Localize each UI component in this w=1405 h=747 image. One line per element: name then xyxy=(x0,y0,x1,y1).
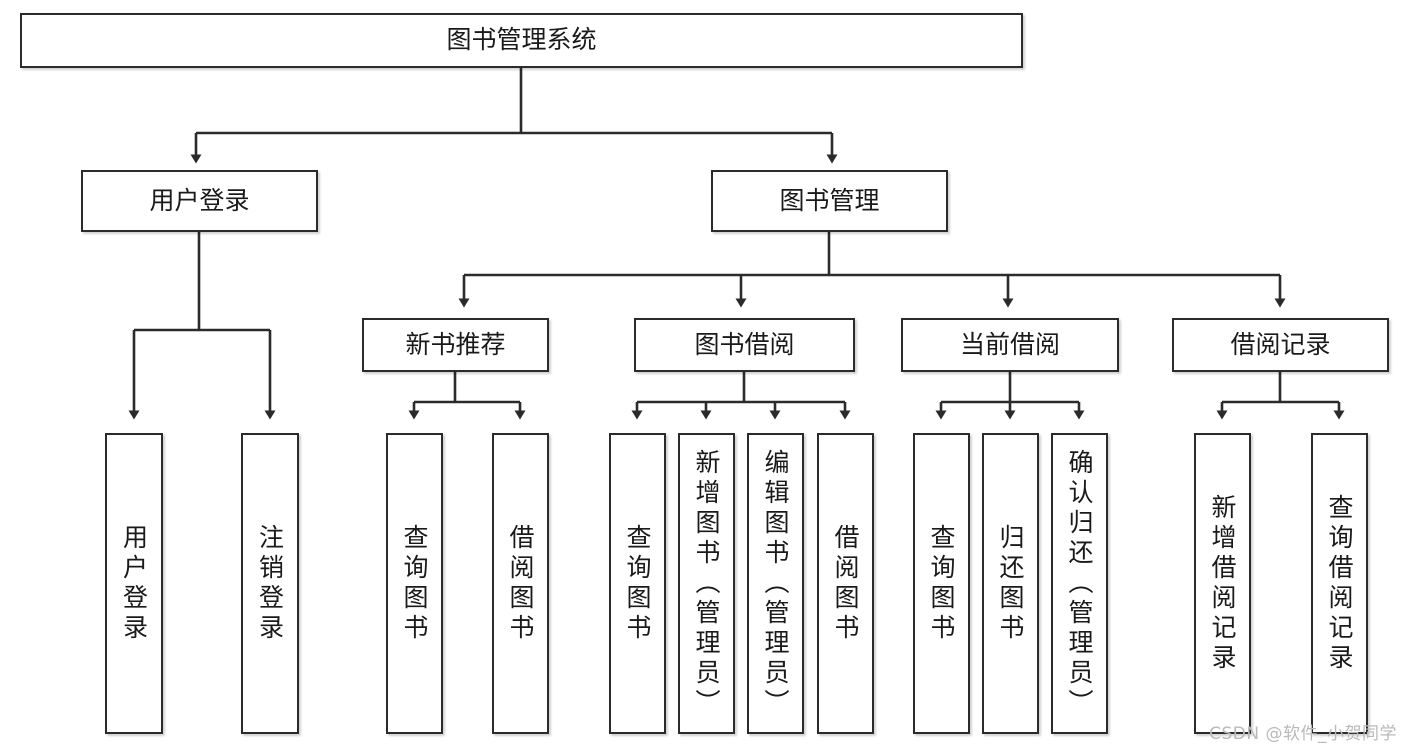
node-label: 归还图书 xyxy=(996,523,1025,644)
node-label: 新增图书（管理员） xyxy=(692,448,721,719)
node-label: 借阅记录 xyxy=(1230,329,1331,359)
node-root-library-management-system[interactable]: 图书管理系统 xyxy=(20,13,1023,68)
node-label: 借阅图书 xyxy=(506,523,535,644)
node-label: 图书管理 xyxy=(779,185,880,215)
leaf-borrow-book-recommend[interactable]: 借阅图书 xyxy=(492,433,549,734)
leaf-borrow-book[interactable]: 借阅图书 xyxy=(817,433,874,734)
leaf-add-borrow-record[interactable]: 新增借阅记录 xyxy=(1194,433,1251,734)
node-label: 用户登录 xyxy=(149,185,250,215)
watermark: CSDN @软件_小贺同学 xyxy=(1209,724,1397,744)
node-label: 借阅图书 xyxy=(831,523,860,644)
leaf-logout[interactable]: 注销登录 xyxy=(241,433,299,734)
leaf-query-book-current[interactable]: 查询图书 xyxy=(913,433,970,734)
node-label: 图书管理系统 xyxy=(446,25,597,55)
leaf-query-book-borrow[interactable]: 查询图书 xyxy=(609,433,666,734)
node-label: 查询图书 xyxy=(623,523,652,644)
node-new-book-recommendation[interactable]: 新书推荐 xyxy=(362,318,549,372)
node-label: 确认归还（管理员） xyxy=(1065,448,1094,719)
node-label: 当前借阅 xyxy=(959,329,1060,359)
node-label: 查询图书 xyxy=(927,523,956,644)
leaf-edit-book-admin[interactable]: 编辑图书（管理员） xyxy=(747,433,804,734)
node-label: 图书借阅 xyxy=(694,329,795,359)
node-label: 新增借阅记录 xyxy=(1208,493,1237,674)
leaf-query-borrow-record[interactable]: 查询借阅记录 xyxy=(1311,433,1368,734)
node-label: 编辑图书（管理员） xyxy=(761,448,790,719)
node-current-borrowing[interactable]: 当前借阅 xyxy=(901,318,1119,372)
node-book-borrowing[interactable]: 图书借阅 xyxy=(634,318,855,372)
node-label: 查询图书 xyxy=(400,523,429,644)
node-label: 查询借阅记录 xyxy=(1325,493,1354,674)
leaf-add-book-admin[interactable]: 新增图书（管理员） xyxy=(678,433,735,734)
leaf-confirm-return-admin[interactable]: 确认归还（管理员） xyxy=(1051,433,1108,734)
node-book-management[interactable]: 图书管理 xyxy=(711,170,948,232)
leaf-user-login[interactable]: 用户登录 xyxy=(105,433,163,734)
node-label: 新书推荐 xyxy=(405,329,506,359)
node-label: 注销登录 xyxy=(255,523,285,644)
leaf-return-book[interactable]: 归还图书 xyxy=(982,433,1039,734)
node-user-login[interactable]: 用户登录 xyxy=(81,170,318,232)
node-borrowing-record[interactable]: 借阅记录 xyxy=(1172,318,1389,372)
node-label: 用户登录 xyxy=(119,523,149,644)
leaf-query-book-recommend[interactable]: 查询图书 xyxy=(386,433,443,734)
